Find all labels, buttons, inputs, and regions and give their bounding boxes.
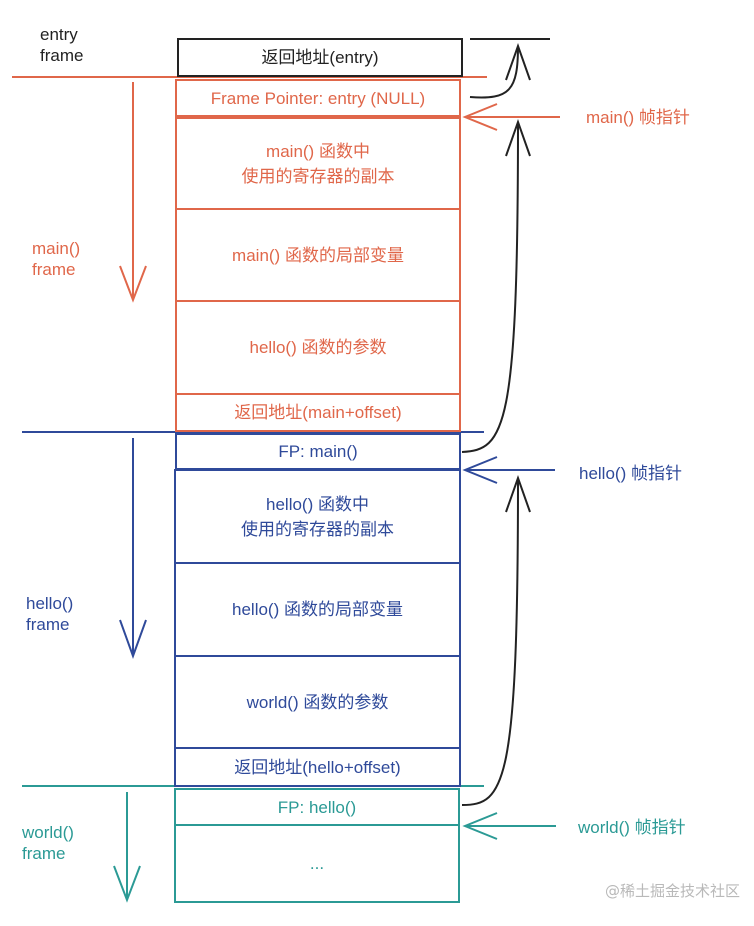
main-frame-pointer-cell: Frame Pointer: entry (NULL) bbox=[175, 79, 461, 117]
main-growth-arrow bbox=[119, 82, 147, 303]
hello-frame-pointer-cell: FP: main() bbox=[175, 433, 461, 470]
entry-return-address-cell: 返回地址(entry) bbox=[177, 38, 463, 77]
main-register-copy-cell: main() 函数中 使用的寄存器的副本 bbox=[175, 117, 461, 210]
main-pointer-arrow bbox=[462, 103, 560, 131]
world-frame-remaining-cell: ... bbox=[174, 824, 460, 903]
hello-arguments-cell: hello() 函数的参数 bbox=[175, 300, 461, 395]
hello-pointer-arrow bbox=[462, 456, 555, 484]
world-frame-pointer-cell: FP: hello() bbox=[174, 788, 460, 826]
main-frame-label: main() frame bbox=[32, 239, 81, 279]
entry-frame-label: entry frame bbox=[40, 25, 84, 65]
watermark: @稀土掘金技术社区 bbox=[604, 882, 740, 900]
hello-frame-label: hello() frame bbox=[26, 594, 74, 634]
main-return-address-cell: 返回地址(main+offset) bbox=[175, 393, 461, 432]
fp-chain-entry bbox=[469, 42, 531, 99]
hello-growth-arrow bbox=[119, 438, 147, 659]
world-growth-arrow bbox=[113, 792, 141, 903]
main-frame-pointer-label: main() 帧指针 bbox=[586, 108, 690, 127]
main-local-variables-cell: main() 函数的局部变量 bbox=[175, 208, 461, 302]
hello-frame-pointer-label: hello() 帧指针 bbox=[579, 464, 682, 483]
hello-local-variables-cell: hello() 函数的局部变量 bbox=[174, 562, 461, 657]
world-arguments-cell: world() 函数的参数 bbox=[174, 655, 461, 749]
world-pointer-arrow bbox=[462, 812, 556, 840]
fp-chain-main bbox=[461, 118, 531, 453]
world-frame-label: world() frame bbox=[22, 823, 74, 863]
world-frame-pointer-label: world() 帧指针 bbox=[578, 818, 686, 837]
hello-register-copy-cell: hello() 函数中 使用的寄存器的副本 bbox=[174, 469, 461, 564]
hello-return-address-cell: 返回地址(hello+offset) bbox=[174, 747, 461, 787]
fp-chain-hello bbox=[461, 474, 531, 806]
